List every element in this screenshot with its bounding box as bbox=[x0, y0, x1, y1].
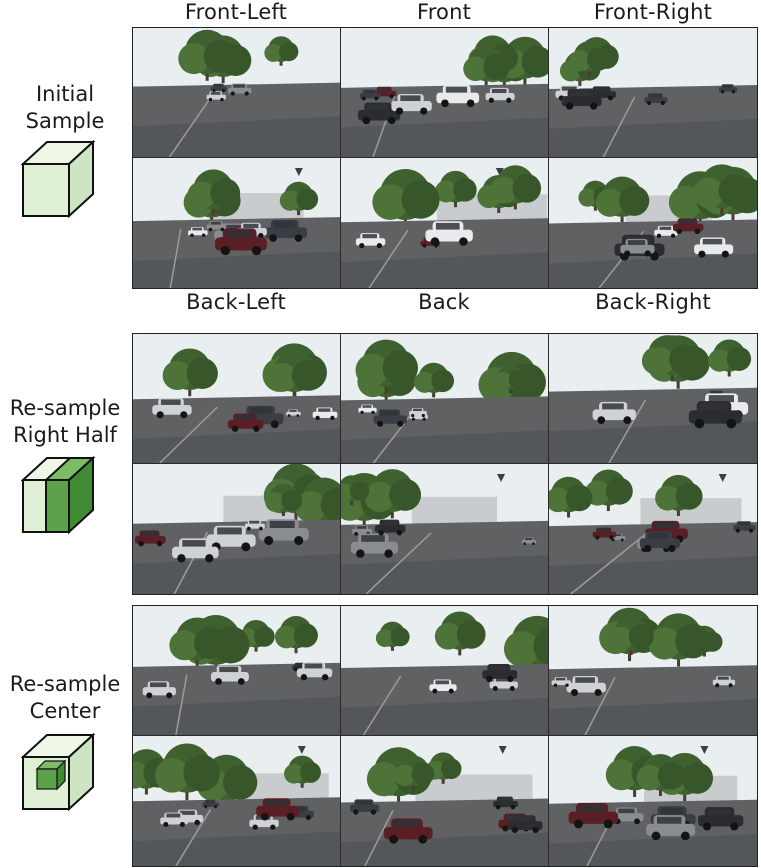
photo-tile-back-left bbox=[133, 464, 341, 594]
grid-resample-right-half bbox=[132, 333, 758, 595]
photo-tile-back bbox=[341, 158, 549, 288]
grid-resample-center bbox=[132, 605, 758, 867]
label-center-line1: Re-sample bbox=[9, 672, 121, 696]
photo-tile-front-right bbox=[549, 606, 757, 736]
cube-icon-right-half bbox=[21, 456, 95, 534]
header-front: Front bbox=[416, 0, 472, 24]
photo-tile-front-right bbox=[549, 28, 757, 158]
header-front-left: Front-Left bbox=[184, 0, 288, 24]
label-center-line2: Center bbox=[29, 699, 101, 723]
cube-icon-center bbox=[21, 733, 95, 811]
photo-tile-front-left bbox=[133, 28, 341, 158]
photo-tile-back-right bbox=[549, 158, 757, 288]
cube-icon-initial bbox=[21, 140, 95, 218]
header-front-right: Front-Right bbox=[593, 0, 713, 24]
label-initial-line1: Initial bbox=[35, 82, 95, 106]
grid-initial-sample bbox=[132, 27, 758, 289]
label-right-half-line1: Re-sample bbox=[9, 396, 121, 420]
label-right-half-line2: Right Half bbox=[13, 423, 117, 447]
photo-tile-back-left bbox=[133, 736, 341, 866]
photo-tile-back-right bbox=[549, 736, 757, 866]
header-back-right: Back-Right bbox=[595, 290, 711, 314]
header-back-left: Back-Left bbox=[186, 290, 286, 314]
photo-tile-front bbox=[341, 28, 549, 158]
label-initial-line2: Sample bbox=[25, 109, 105, 133]
photo-tile-front bbox=[341, 606, 549, 736]
photo-tile-back-left bbox=[133, 158, 341, 288]
photo-tile-front-left bbox=[133, 606, 341, 736]
photo-tile-front bbox=[341, 334, 549, 464]
header-back: Back bbox=[418, 290, 470, 314]
photo-tile-front-right bbox=[549, 334, 757, 464]
photo-tile-back bbox=[341, 736, 549, 866]
photo-tile-back-right bbox=[549, 464, 757, 594]
photo-tile-back bbox=[341, 464, 549, 594]
photo-tile-front-left bbox=[133, 334, 341, 464]
